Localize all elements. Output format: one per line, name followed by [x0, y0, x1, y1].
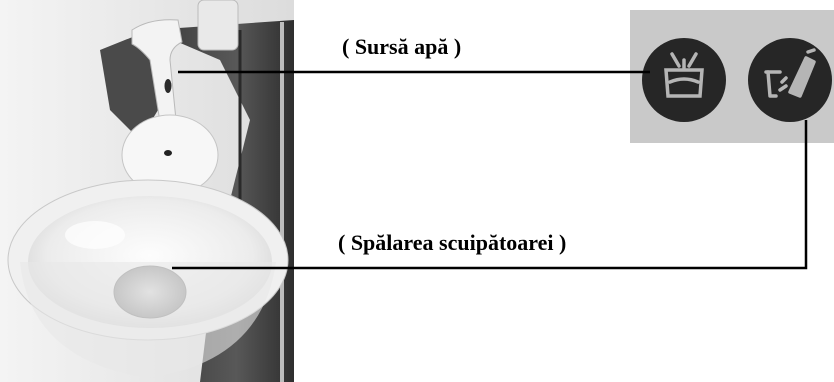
control-panel	[630, 10, 834, 143]
water-cup-icon	[664, 52, 704, 98]
spittoon-flush-icon	[764, 48, 816, 98]
spittoon-wash-button[interactable]	[748, 38, 832, 122]
spittoon-wash-label: ( Spălarea scuipătoarei )	[338, 230, 567, 255]
water-source-button[interactable]	[642, 38, 726, 122]
spittoon-photo	[0, 0, 294, 382]
water-source-label: ( Sursă apă )	[342, 34, 462, 59]
